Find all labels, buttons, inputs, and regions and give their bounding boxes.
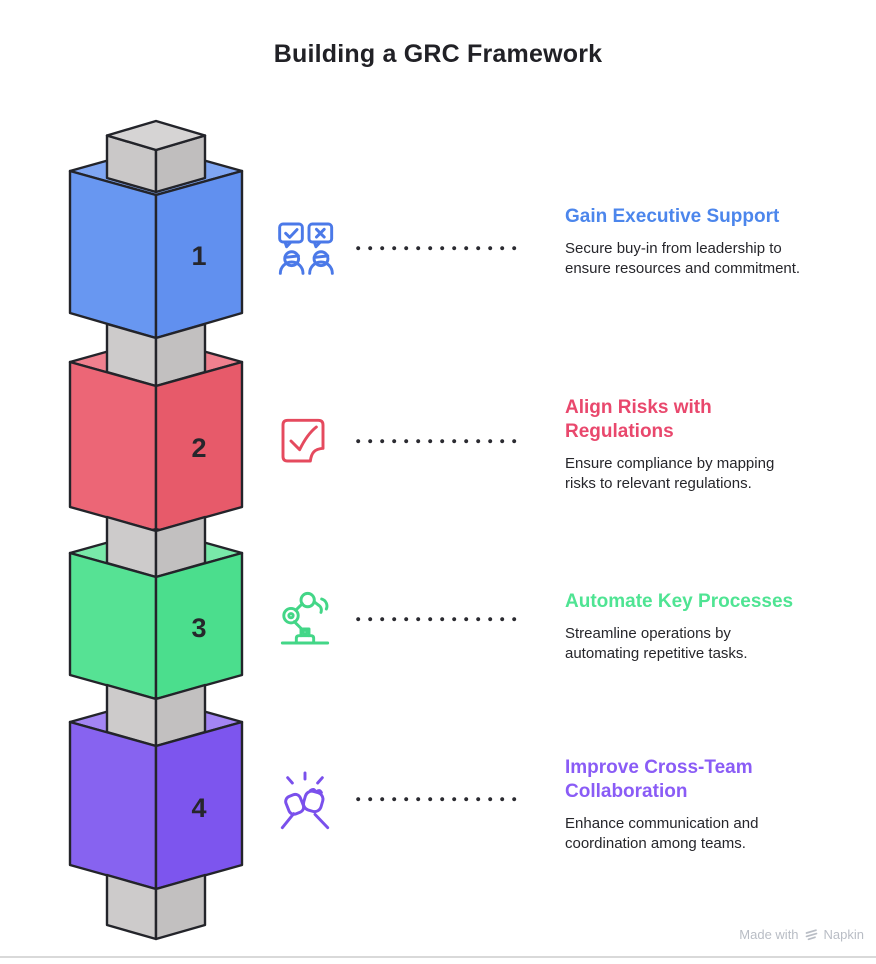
step-heading: Gain Executive Support [565, 206, 780, 227]
cube-4-left-face [68, 720, 158, 891]
step-description: Enhance communication and coordination a… [565, 815, 759, 852]
step-heading: Improve Cross-Team Collaboration [565, 757, 753, 802]
step-description: Ensure compliance by mapping risks to re… [565, 455, 775, 492]
fist-bump-icon [273, 769, 337, 833]
step-description: Streamline operations by automating repe… [565, 625, 748, 662]
document-check-icon [273, 411, 337, 475]
cube-2-left-face [68, 360, 158, 533]
robot-arm-icon [273, 587, 337, 651]
dotted-connector [356, 439, 520, 444]
column-cap-top-face [105, 119, 207, 152]
cube-1-number: 1 [191, 241, 206, 271]
step-1-text: Gain Executive Support Secure buy-in fro… [565, 205, 835, 278]
step-heading: Automate Key Processes [565, 591, 794, 612]
dotted-connector [356, 246, 520, 251]
brand-label: Napkin [823, 927, 864, 942]
people-vote-icon [273, 218, 337, 282]
step-2-text: Align Risks with Regulations Ensure comp… [565, 396, 835, 493]
step-3-text: Automate Key Processes Streamline operat… [565, 590, 835, 663]
cube-3-number: 3 [191, 613, 206, 643]
column-end-right [154, 873, 207, 941]
step-4-text: Improve Cross-Team Collaboration Enhance… [565, 756, 835, 853]
bottom-divider [0, 956, 876, 958]
step-description: Secure buy-in from leadership to ensure … [565, 240, 801, 277]
page-title: Building a GRC Framework [273, 40, 603, 68]
napkin-logo-icon [805, 929, 817, 941]
cube-3-left-face [68, 551, 158, 701]
napkin-credit: Made with Napkin [739, 927, 864, 942]
dotted-connector [356, 617, 520, 622]
made-with-label: Made with [739, 927, 799, 942]
cube-tower-graphic: 1 2 3 4 [68, 119, 244, 941]
dotted-connector [356, 797, 520, 802]
step-heading: Align Risks with Regulations [565, 397, 712, 442]
cube-1-left-face [68, 169, 158, 340]
cube-2-number: 2 [191, 433, 206, 463]
cube-4-number: 4 [191, 793, 206, 823]
